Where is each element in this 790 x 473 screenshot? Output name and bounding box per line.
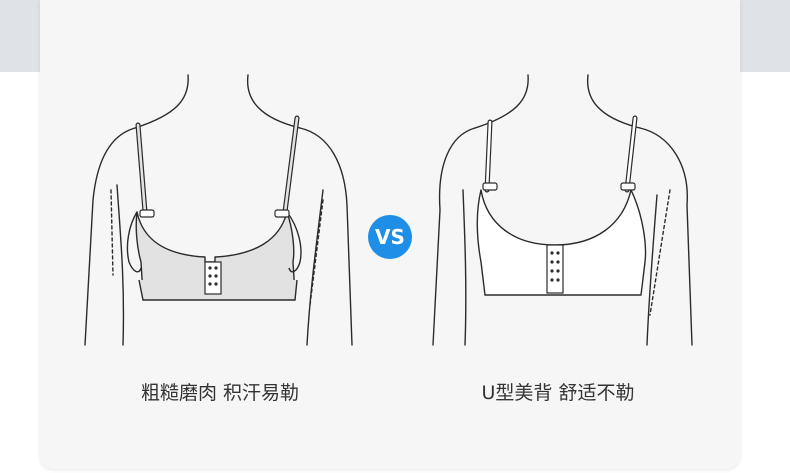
bra-back-left-icon (84, 74, 353, 346)
left-caption: 粗糙磨肉 积汗易勒 (140, 382, 300, 404)
right-back-illustration (395, 0, 695, 360)
vs-badge: VS (368, 215, 412, 259)
right-caption: U型美背 舒适不勒 (481, 382, 635, 404)
left-back-illustration (55, 0, 355, 360)
bra-back-right-icon (432, 74, 693, 346)
